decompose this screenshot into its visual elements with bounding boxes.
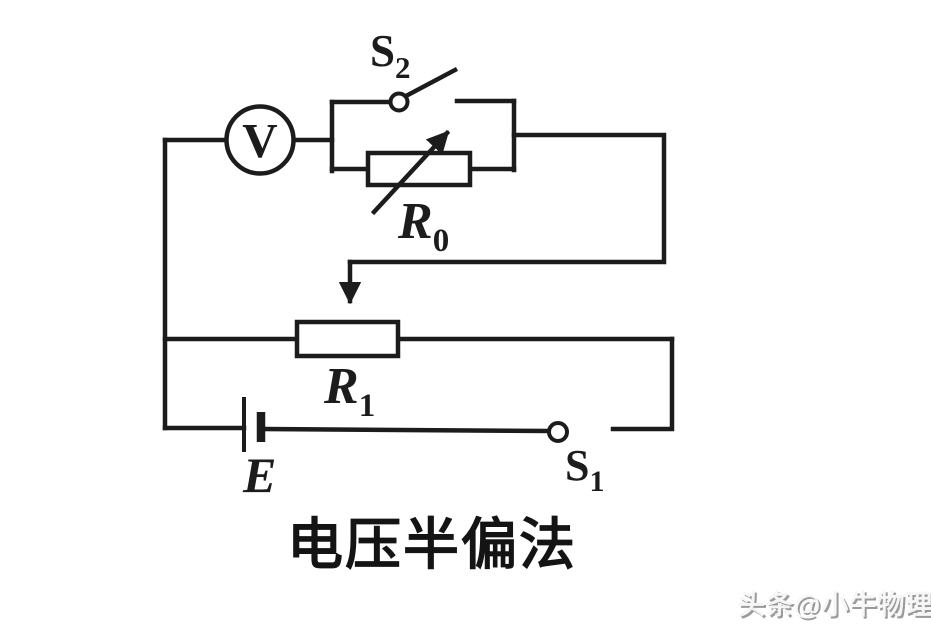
- rheostat-r1-label-sub: 1: [359, 388, 376, 424]
- switch-s1-label: S1: [565, 441, 604, 498]
- caption: 电压半偏法: [287, 513, 577, 576]
- switch-s1-label-sub: 1: [589, 465, 604, 498]
- resistor-r0-label: R0: [397, 193, 449, 259]
- switch-s2: S2: [370, 26, 411, 113]
- resistor-r0: R0: [365, 129, 473, 259]
- watermark: 头条@小牛物理 头条@小牛物理: [738, 590, 931, 622]
- switch-s2-label-sub: 2: [395, 50, 411, 85]
- watermark-shadow: 头条@小牛物理: [740, 592, 931, 622]
- voltmeter-body: [224, 104, 296, 176]
- rheostat-r1-label-main: R: [323, 358, 359, 415]
- wire-battery-to-s1: [262, 426, 552, 434]
- battery: E: [242, 397, 276, 503]
- rheostat-r1: R1: [294, 319, 401, 424]
- voltmeter: V: [224, 104, 296, 176]
- voltmeter-label: V: [242, 113, 277, 168]
- wire-block-to-wiper: [347, 132, 667, 265]
- switch-s2-label-main: S: [370, 26, 395, 76]
- switch-s1-node: [547, 421, 569, 443]
- rheostat-r1-body: [294, 319, 401, 359]
- battery-label: E: [242, 447, 276, 503]
- wires: [162, 66, 675, 434]
- switch-s1-label-main: S: [565, 441, 589, 490]
- switch-s1: S1: [547, 421, 604, 498]
- switch-s2-label: S2: [370, 26, 411, 85]
- wire-s2-lever: [402, 66, 459, 100]
- watermark-text: 头条@小牛物理: [738, 590, 931, 620]
- rheostat-r1-label: R1: [323, 358, 375, 424]
- wire-right-lower-rail: [610, 336, 675, 432]
- switch-s2-node: [388, 91, 410, 113]
- resistor-r0-body: [365, 150, 473, 188]
- resistor-r0-label-sub: 0: [433, 223, 450, 259]
- resistor-r0-arrow: [370, 129, 451, 216]
- resistor-r0-label-main: R: [397, 193, 433, 250]
